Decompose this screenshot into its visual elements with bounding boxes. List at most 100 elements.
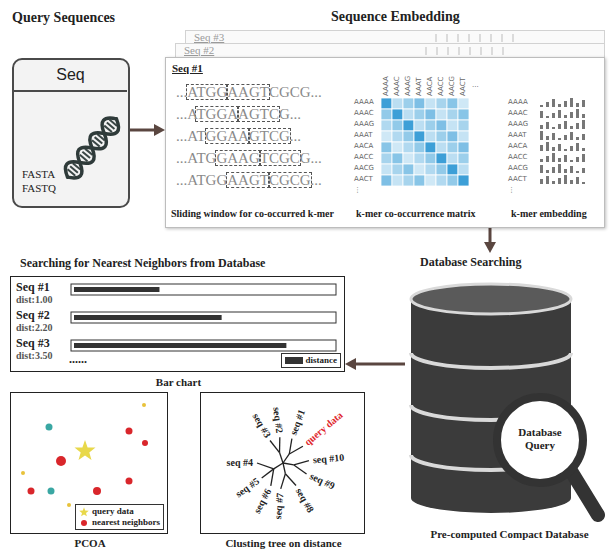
distance-bar [74,287,159,292]
matrix-cell [436,120,447,131]
query-star [75,440,96,460]
distance-bar [74,343,286,348]
path-shape [61,113,124,183]
matrix-cell [414,142,425,153]
arrow-line [130,129,155,132]
flow-arrow [345,358,405,370]
line-shape [283,454,289,463]
embedding-bar [552,167,555,173]
tree-branch [294,461,309,465]
matrix-cell [436,153,447,164]
bar-frame [71,312,336,323]
kmer-column-label: AACC [436,77,446,96]
legend-row: distance [285,355,338,366]
matrix-cell [403,98,414,109]
matrix-cell [403,131,414,142]
matrix-cell [447,131,458,142]
embedding-bar [582,114,585,118]
tree-branch [289,446,303,454]
legend-dot [81,520,87,526]
matrix-cell [436,175,447,186]
line-shape [491,47,493,55]
double-helix [61,113,124,183]
database-caption: Pre-computed Compact Database [405,528,614,541]
distance-bar [74,315,222,320]
embedding-bar [552,153,555,162]
embedding-bar [552,127,555,129]
sequence-fragment: ...ATGGAAGTCGCG... [176,172,322,189]
matrix-cell [436,98,447,109]
scatter-point [21,471,25,475]
embedding-bar [546,136,549,140]
matrix-cell [458,175,469,186]
embedding-bar [540,159,543,162]
matrix-cell [447,98,458,109]
matrix-cell [403,175,414,186]
magnifier-handle [571,471,598,515]
embedding-bar [558,164,561,173]
ellipse-shape [411,284,571,314]
matrix-cell [458,131,469,142]
matrix-cell [381,131,392,142]
matrix-cell [425,98,436,109]
kmer-embedding-label: ⋮ [508,185,515,195]
database-icon [405,253,614,553]
magnifier-lens: Database Query [492,392,588,488]
cluster-tree-box: Clusting tree on distanceseq #1query dat… [200,392,365,534]
embedding-bar [570,126,573,129]
tree-leaf-label: query data [302,409,345,448]
embedding-panel: Sequence EmbeddingSeq #1Sliding window f… [165,57,605,228]
path-shape [61,113,124,183]
bar-frame [71,284,336,295]
tree-leaf-label: seq #7 [272,492,286,519]
matrix-cell [381,109,392,120]
line-shape [280,453,283,463]
distance-value: dist:2.20 [16,322,52,334]
line-shape [458,47,460,55]
section-title: Query Sequences [12,10,115,26]
arrow-head [345,358,356,370]
plot-caption: PCOA [11,537,169,550]
matrix-cell [425,131,436,142]
kmer-row-label: AAAT [354,130,373,140]
scatter-point [56,456,66,466]
embedding-bar [552,181,555,184]
embedding-bar [576,177,579,184]
box-header: Seq [14,66,127,84]
tree-leaf-label: seq #1 [288,408,308,437]
tree-leaf-label: seq #8 [293,486,317,515]
kmer-row-label: AACC [354,152,373,162]
embedding-bar [576,109,579,118]
embedding-bar [576,137,579,140]
kmer-row-label: AAAG [354,119,374,129]
legend-swatch [285,357,303,364]
matrix-cell [458,98,469,109]
format-label: FASTA FASTQ [22,168,66,196]
panel-label: Seq #3 [194,31,224,44]
line-shape [446,34,448,42]
embedding-bar [564,101,567,107]
sequence-fragment: ...ATGGAAGTCG... [176,128,301,145]
matrix-cell [403,109,414,120]
line-shape [435,34,437,42]
matrix-cell [447,142,458,153]
matrix-cell [381,142,392,153]
embedding-bar [582,182,585,184]
embedding-bar [558,124,561,129]
kmer-column-label: AACG [447,76,457,96]
sequence-fragment: ...ATGGAAGTCG... [176,106,301,123]
embedding-bar [546,102,549,107]
line-shape [283,463,294,465]
embedding-bar [546,142,549,151]
sub-caption: Sliding window for co-occurred k-mer [171,208,334,220]
arrow-line [489,228,492,243]
scatter-point [126,428,133,435]
matrix-cell [414,98,425,109]
line-shape [457,34,459,42]
matrix-cell [403,142,414,153]
matrix-cell [447,164,458,175]
embedding-bar [540,179,543,184]
embedding-bar [552,113,555,118]
tree-branch [285,474,296,486]
